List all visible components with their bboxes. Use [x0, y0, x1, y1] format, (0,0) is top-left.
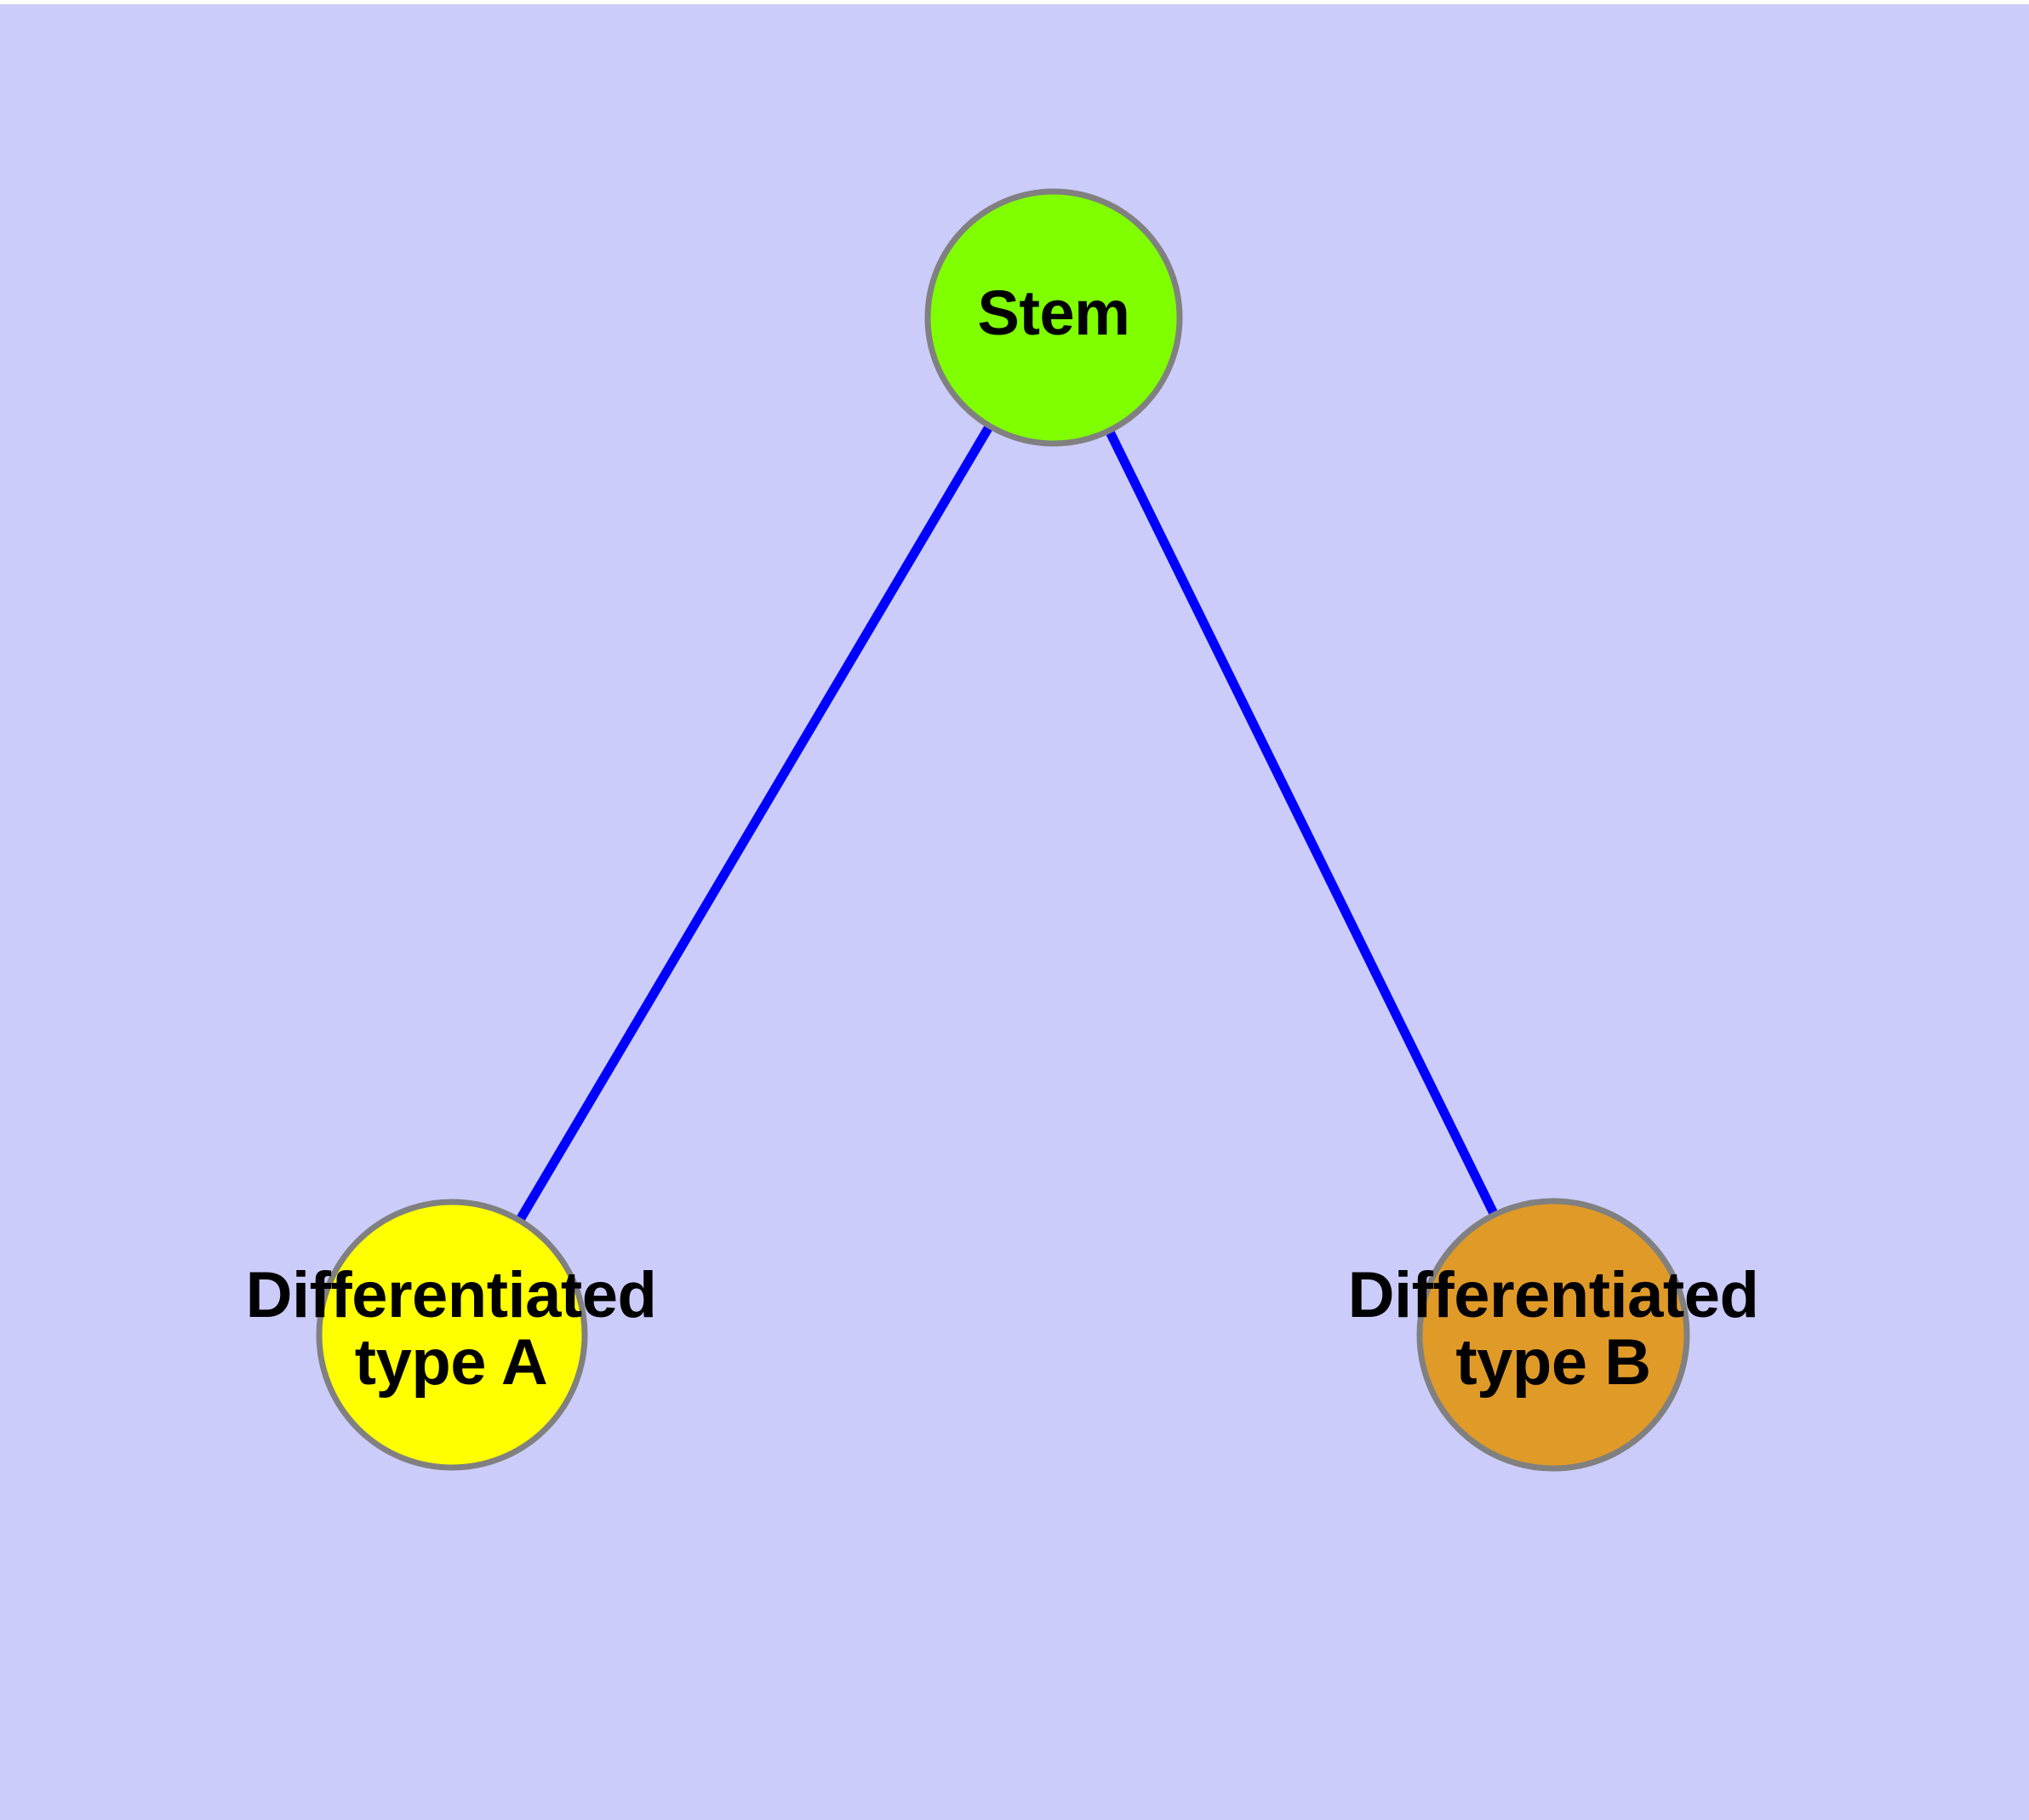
node-layer — [316, 188, 1690, 1472]
edge-layer — [448, 315, 1557, 1337]
node-stem[interactable] — [924, 188, 1183, 447]
node-differentiated-type-b[interactable] — [1416, 1198, 1690, 1472]
node-differentiated-type-a[interactable] — [316, 1199, 588, 1471]
edge-stem-to-differentiated-type-a — [448, 315, 1058, 1337]
edge-stem-to-differentiated-type-b — [1049, 315, 1557, 1337]
